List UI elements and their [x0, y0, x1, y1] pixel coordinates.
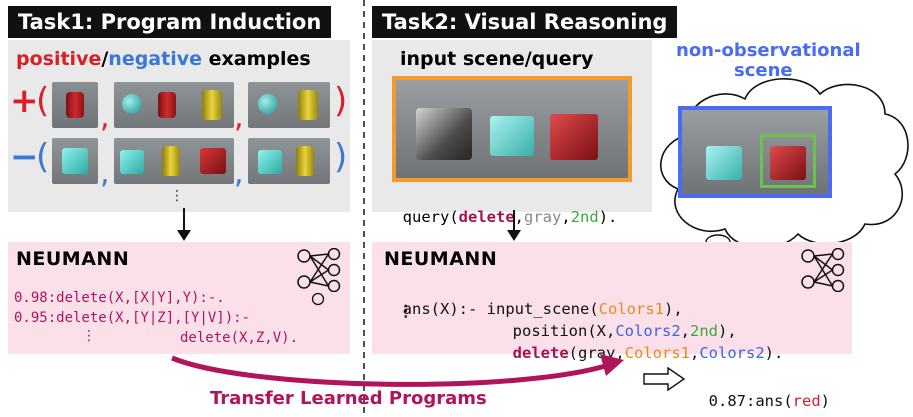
- answer-program-line-3: delete(gray,Colors1,Colors2).: [494, 320, 784, 364]
- comma-2: ,: [234, 100, 244, 135]
- positive-example-2: [114, 82, 234, 128]
- task1-title: Task1: Program Induction: [8, 6, 332, 38]
- query-text: query(delete,gray,2nd).: [384, 190, 618, 226]
- negative-example-3: [248, 138, 330, 184]
- examples-heading: positive/negative examples: [16, 48, 311, 70]
- program-line-3: delete(X,Z,V).: [180, 330, 299, 346]
- answer-program-line-1: ans(X):- input_scene(Colors1),: [384, 276, 683, 320]
- non-observational-scene-image: [678, 106, 832, 198]
- ans-l2-e: ),: [718, 322, 737, 340]
- ans-l3-colors1: Colors1: [624, 344, 690, 362]
- examples-label: examples: [202, 48, 311, 70]
- query-end: ).: [598, 208, 618, 226]
- ans-l1-a: input_scene(: [486, 300, 599, 318]
- neumann-panel-task1: [8, 242, 350, 354]
- open-paren-neg: (: [36, 137, 50, 177]
- ans-l1-c: ),: [663, 300, 683, 318]
- query-delete: delete: [458, 208, 515, 226]
- answer-program-line-2: position(X,Colors2,2nd),: [494, 298, 737, 342]
- plus-sign: +: [10, 81, 39, 121]
- minus-sign: −: [10, 137, 39, 177]
- transfer-learned-programs-label: Transfer Learned Programs: [210, 388, 487, 409]
- query-comma-2: ,: [561, 208, 571, 226]
- neural-network-icon-task2: [801, 248, 845, 292]
- comma-4: ,: [234, 156, 244, 191]
- close-paren-neg: ): [334, 137, 348, 177]
- neumann-title-task2: NEUMANN: [384, 248, 498, 270]
- negative-example-1: [52, 138, 98, 184]
- comma-1: ,: [100, 100, 110, 135]
- positive-row: + ( , , ): [8, 80, 350, 135]
- negative-example-2: [114, 138, 234, 184]
- ans-l2-a: position(X,: [512, 322, 616, 340]
- ans-l2-2nd: 2nd: [690, 322, 718, 340]
- result-value: red: [792, 392, 821, 410]
- arrow-down-icon: [177, 208, 191, 241]
- highlight-box: [760, 134, 816, 188]
- negative-row: − ( , , ): [8, 136, 350, 191]
- task2-title: Task2: Visual Reasoning: [372, 6, 678, 38]
- negative-label: negative: [108, 48, 202, 70]
- examples-more-dots: ⋮: [170, 188, 184, 204]
- slash-label: /: [101, 48, 109, 70]
- divider-dashed: [363, 0, 365, 417]
- nonobs-label-line1: non-observational: [676, 40, 861, 61]
- ans-head: ans(X):-: [402, 300, 487, 318]
- result-arrow-icon: [643, 366, 686, 392]
- positive-label: positive: [16, 48, 102, 70]
- ans-l3-delete: delete: [512, 344, 569, 362]
- nonobs-label-line2: scene: [734, 60, 793, 81]
- close-paren-pos: ): [334, 81, 348, 121]
- ans-l2-c: ,: [680, 322, 690, 340]
- answer-program-dots: ⋮: [398, 302, 414, 320]
- neural-network-icon: [297, 248, 341, 292]
- neumann-panel-task2: [372, 242, 852, 354]
- ans-l3-f: ).: [764, 344, 784, 362]
- query-gray: gray: [524, 208, 562, 226]
- positive-example-3: [248, 82, 330, 128]
- input-scene-query-label: input scene/query: [400, 48, 594, 70]
- positive-example-1: [52, 82, 98, 128]
- ans-l3-colors2: Colors2: [699, 344, 765, 362]
- neumann-title-task1: NEUMANN: [16, 248, 130, 270]
- ans-l3-d: ,: [690, 344, 700, 362]
- query-2nd: 2nd: [570, 208, 599, 226]
- arrow-down-icon-task2: [507, 210, 521, 241]
- result-text: 0.87:ans(red): [690, 368, 830, 412]
- input-scene-image: [392, 76, 632, 182]
- result-prefix: 0.87:ans(: [708, 392, 793, 410]
- query-comma-1: ,: [514, 208, 525, 226]
- transfer-arrow: [171, 354, 624, 387]
- program-line-1: 0.98:delete(X,[X|Y],Y):-.: [14, 290, 225, 306]
- open-paren-pos: (: [36, 81, 50, 121]
- comma-3: ,: [100, 156, 110, 191]
- program-line-2: 0.95:delete(X,[Y|Z],[Y|V]):-: [14, 310, 251, 326]
- result-suffix: ): [820, 392, 831, 410]
- ans-l2-colors2: Colors2: [615, 322, 681, 340]
- program-more-dots: ⋮: [82, 328, 96, 344]
- ans-l1-colors1: Colors1: [598, 300, 664, 318]
- neural-network-icon-small: [311, 292, 325, 306]
- query-prefix: query(: [402, 208, 459, 226]
